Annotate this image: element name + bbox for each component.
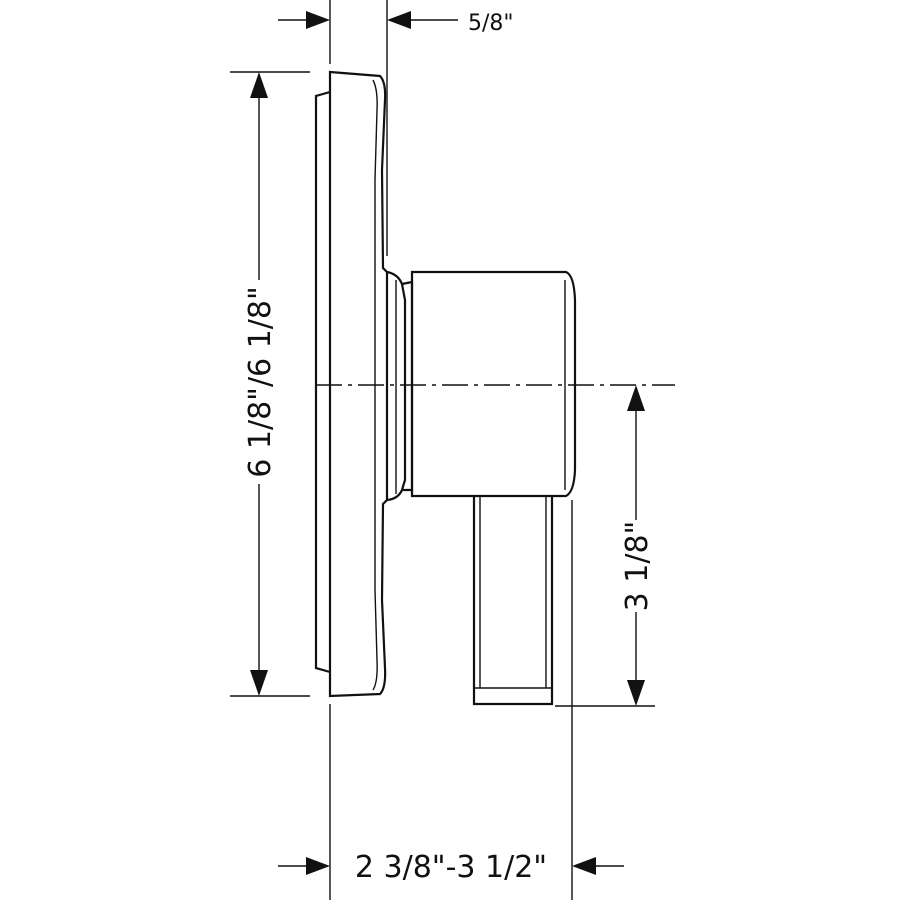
top-width-label: 5/8" (468, 11, 514, 36)
lever-handle (472, 496, 554, 706)
overall-height-dimension (250, 72, 268, 696)
projection-range-label: 2 3/8"-3 1/2" (355, 850, 547, 885)
handle-body (410, 270, 577, 498)
top-width-dimension (278, 11, 458, 29)
lower-height-label: 3 1/8" (620, 521, 655, 612)
extension-lines (230, 0, 655, 900)
escutcheon-plate (314, 70, 389, 698)
trim-ring (386, 270, 414, 502)
projection-dimension (278, 857, 624, 875)
overall-height-label: 6 1/8"/6 1/8" (243, 286, 278, 478)
lower-height-dimension (627, 385, 645, 706)
